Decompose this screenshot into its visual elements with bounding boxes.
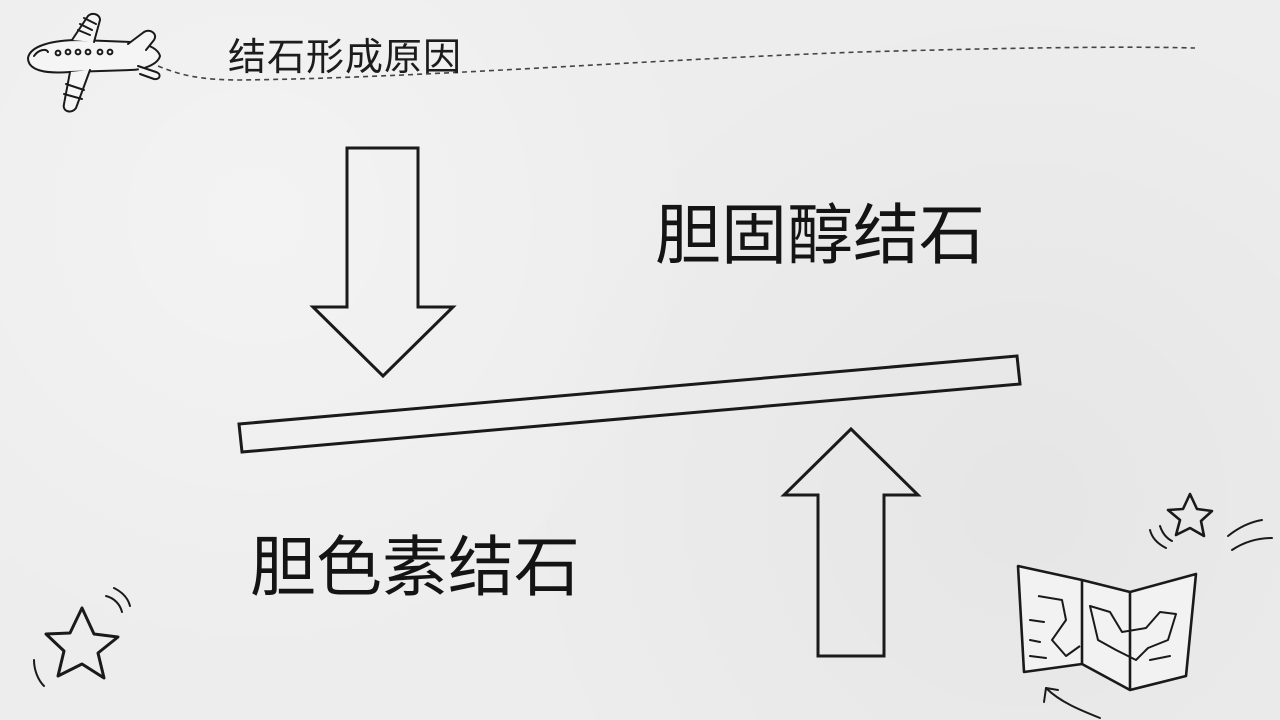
star-icon [1149,492,1273,551]
page-title: 结石形成原因 [228,35,463,79]
dashed-flight-path [157,46,1196,81]
star-icon [33,587,131,687]
down-arrow [309,146,457,379]
up-arrow [780,426,922,658]
map-icon [1016,564,1198,692]
cholesterol-stone-label: 胆固醇结石 [655,197,985,274]
balance-bar [237,354,1022,454]
pigment-stone-label: 胆色素结石 [250,529,580,606]
curved-arrow-icon [1043,687,1101,719]
airplane-icon [27,12,161,113]
